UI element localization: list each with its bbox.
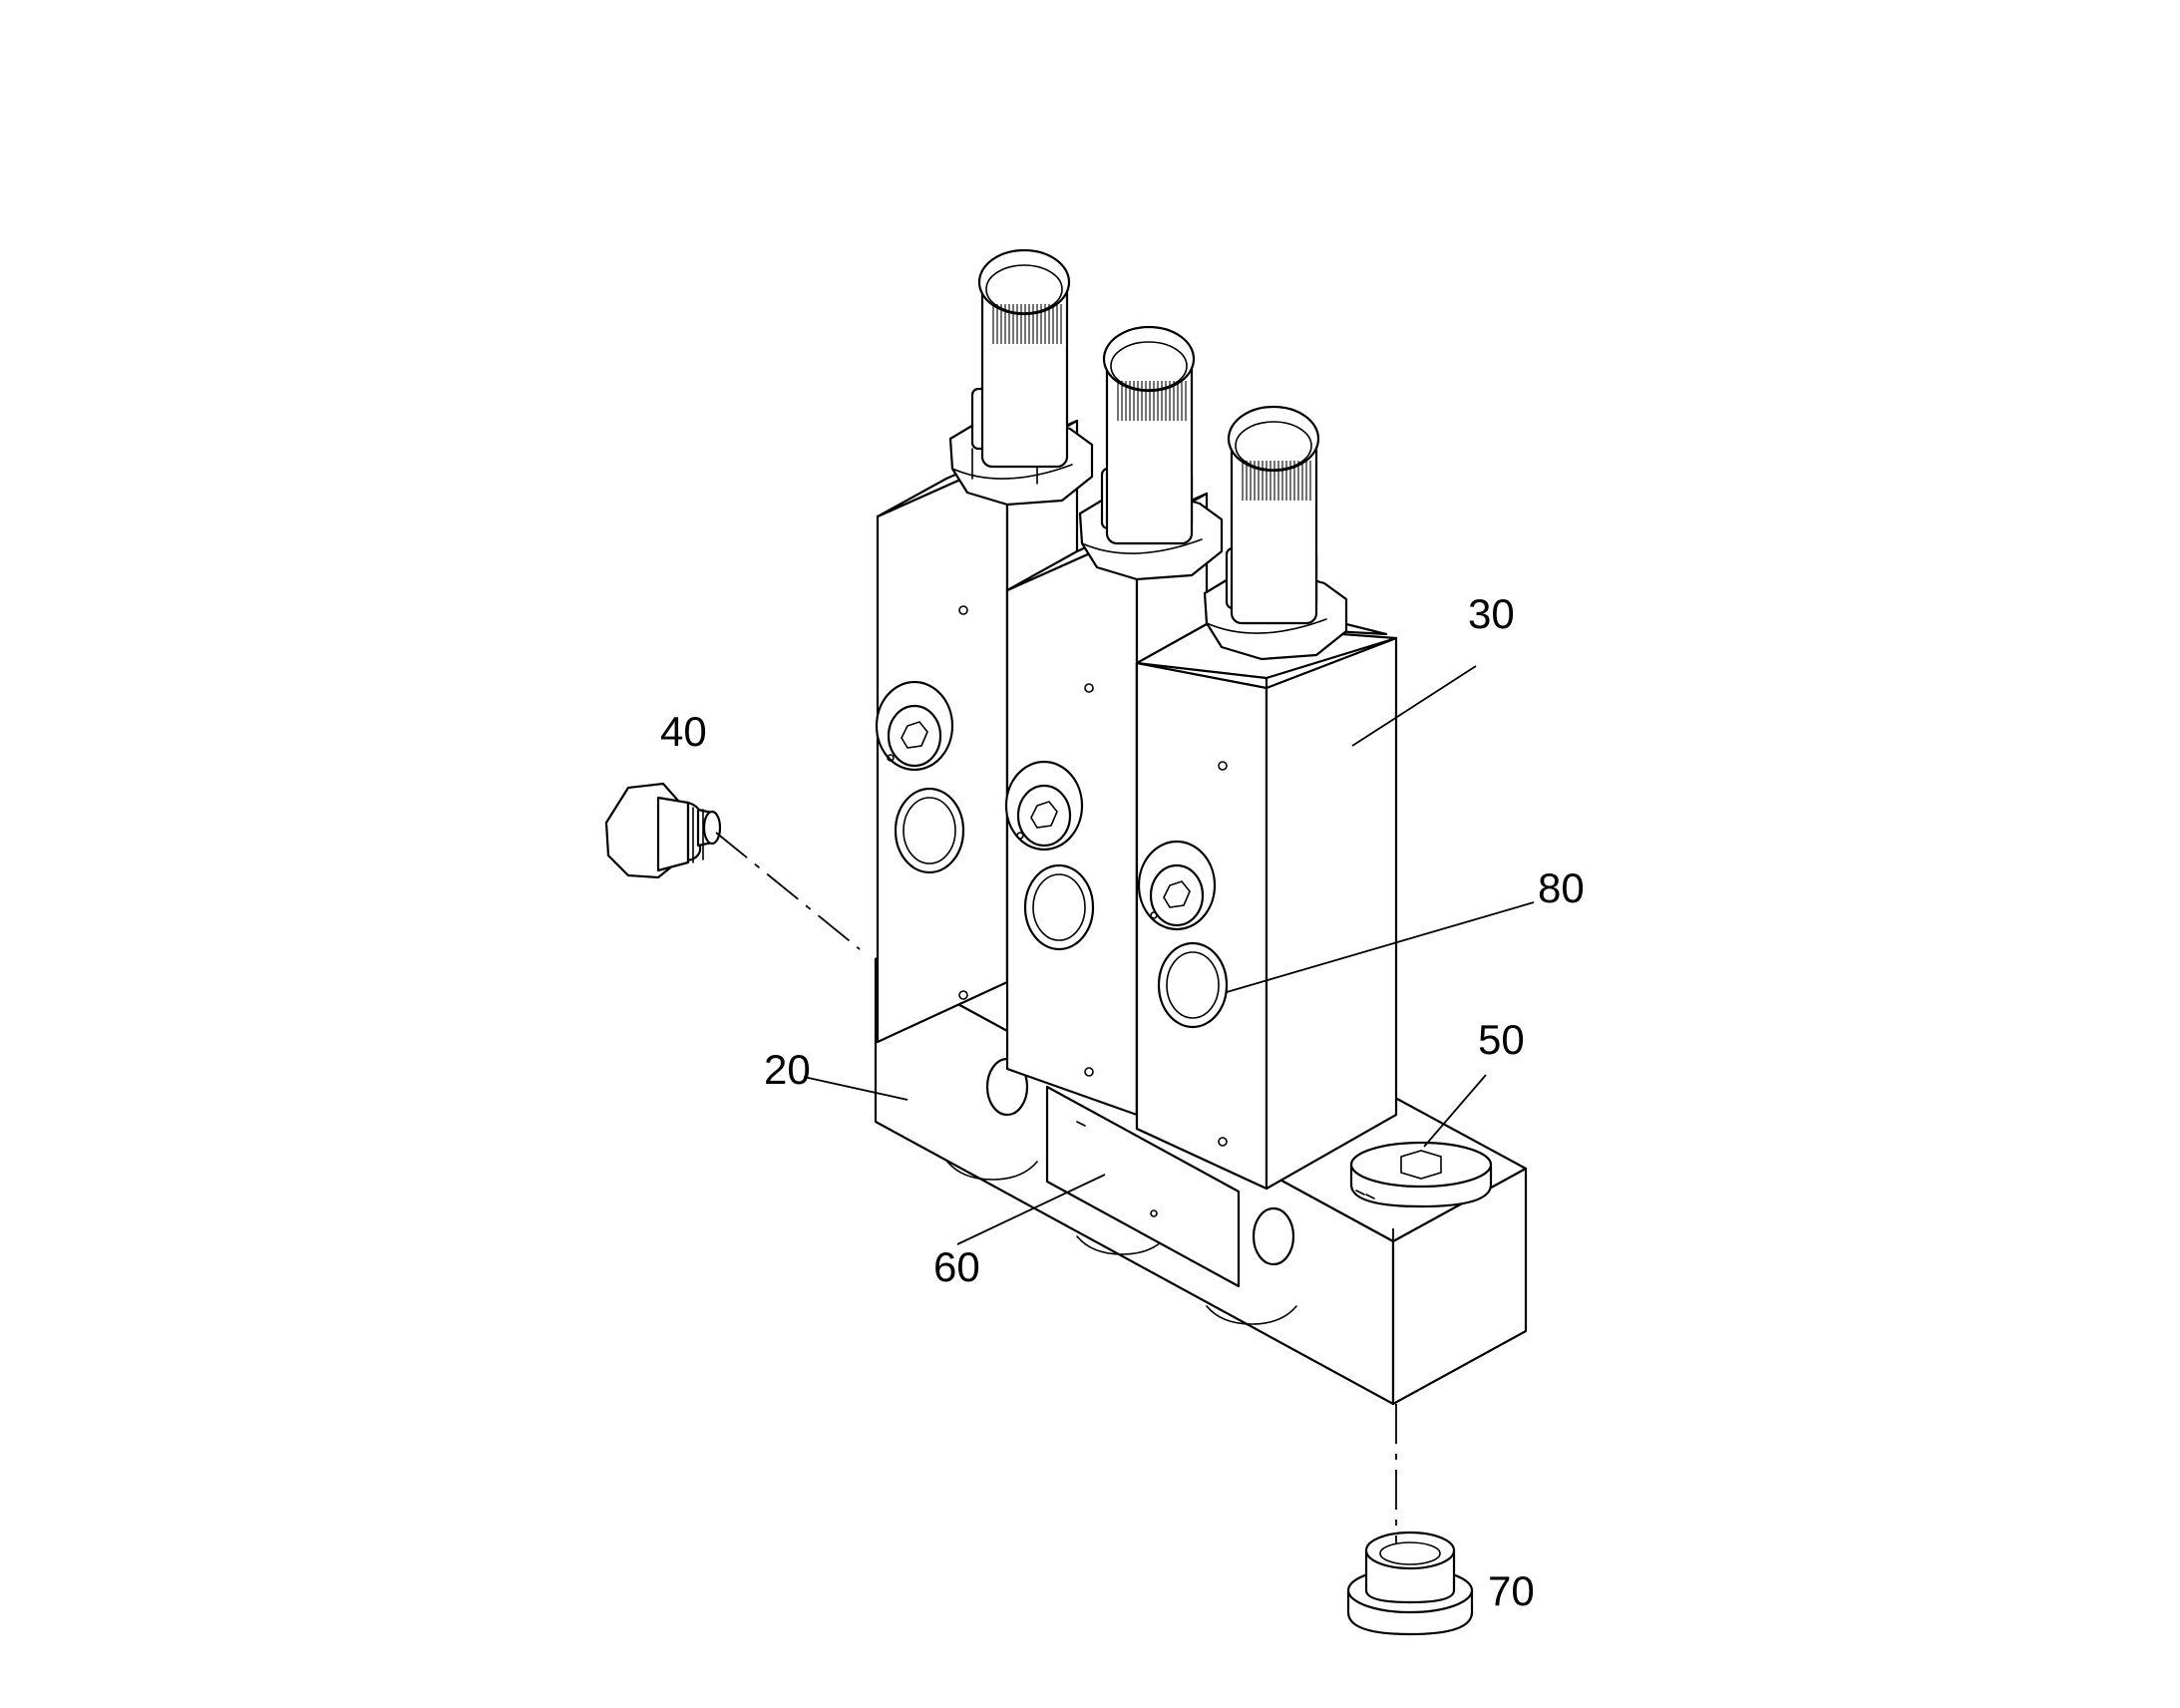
plug-40 (604, 782, 722, 879)
adjuster-cap-1 (948, 248, 1094, 507)
label-30: 30 (1468, 590, 1515, 637)
valve-module-3 (1135, 602, 1398, 1191)
label-50: 50 (1478, 1016, 1525, 1063)
adjuster-cap-3 (1203, 405, 1348, 661)
leader-60 (956, 1174, 1106, 1245)
knurling (992, 304, 1311, 501)
label-70: 70 (1488, 1567, 1535, 1614)
label-20: 20 (764, 1046, 811, 1093)
leader-80 (1226, 901, 1535, 993)
leader-50 (1423, 1074, 1487, 1148)
adjuster-cap-2 (1078, 325, 1224, 581)
label-80: 80 (1538, 864, 1585, 911)
label-40: 40 (660, 708, 707, 755)
axis-plug (715, 832, 861, 950)
leader-20 (803, 1076, 908, 1101)
cap-screw-50 (1349, 1141, 1493, 1208)
cap-70 (1346, 1531, 1474, 1636)
nameplate (1045, 1085, 1241, 1288)
label-60: 60 (933, 1243, 980, 1290)
leader-30 (1351, 665, 1477, 747)
